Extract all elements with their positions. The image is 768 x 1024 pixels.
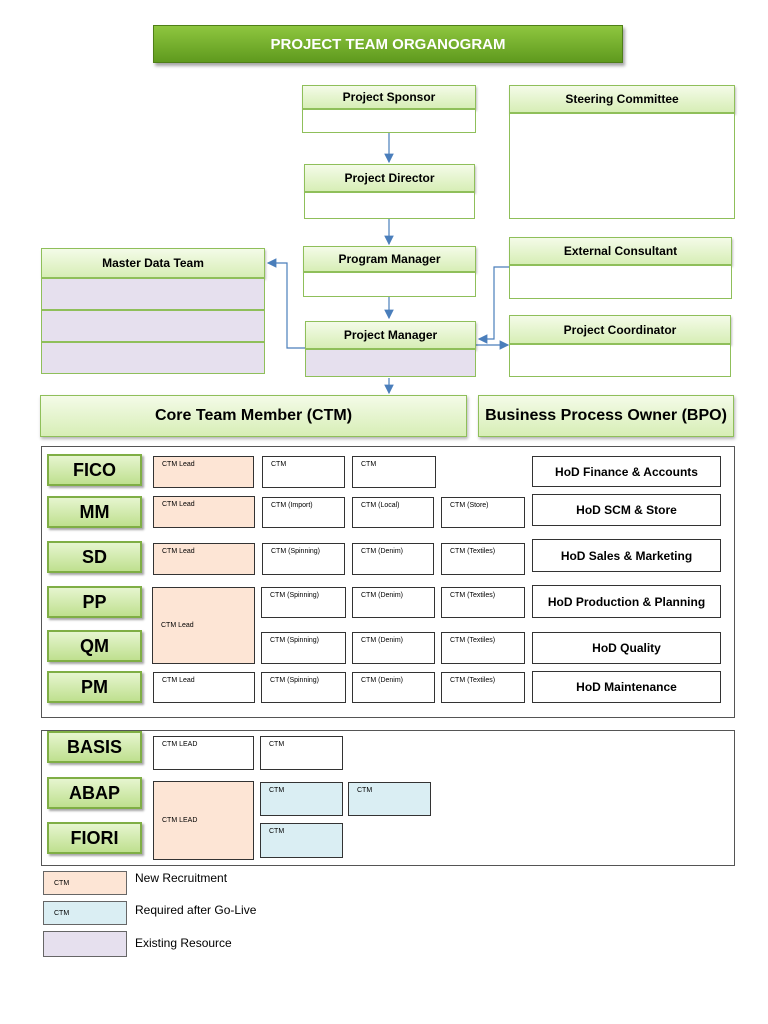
- ctm-cell: CTM (Spinning): [261, 587, 346, 618]
- ctm-lead-cell-merged: CTM LEAD: [153, 781, 254, 860]
- project-manager-header: Project Manager: [305, 321, 476, 349]
- external-consultant-body: [509, 265, 732, 299]
- ctm-lead-cell: CTM Lead: [153, 543, 255, 575]
- module-mm: MM: [47, 496, 142, 528]
- module-abap: ABAP: [47, 777, 142, 809]
- module-basis: BASIS: [47, 731, 142, 763]
- hod-cell: HoD Production & Planning: [532, 585, 721, 618]
- ctm-cell: CTM (Denim): [352, 672, 435, 703]
- ctm-lead-cell-merged: CTM Lead: [152, 587, 255, 664]
- ctm-cell: CTM: [260, 782, 343, 816]
- ctm-cell: CTM (Spinning): [261, 672, 346, 703]
- ctm-cell: CTM (Denim): [352, 587, 435, 618]
- ctm-lead-cell: CTM Lead: [153, 456, 254, 488]
- project-coordinator-body: [509, 344, 731, 377]
- hod-cell: HoD SCM & Store: [532, 494, 721, 526]
- ctm-cell: CTM (Import): [262, 497, 345, 528]
- steering-committee-body: [509, 113, 735, 219]
- legend-swatch-new-recruitment: CTM: [43, 871, 127, 895]
- hod-cell: HoD Maintenance: [532, 671, 721, 703]
- legend-label: New Recruitment: [135, 871, 228, 885]
- project-director-header: Project Director: [304, 164, 475, 192]
- hod-cell: HoD Sales & Marketing: [532, 539, 721, 572]
- module-pm: PM: [47, 671, 142, 703]
- steering-committee-header: Steering Committee: [509, 85, 735, 113]
- hod-cell: HoD Finance & Accounts: [532, 456, 721, 487]
- ctm-cell: CTM: [260, 736, 343, 770]
- module-fico: FICO: [47, 454, 142, 486]
- ctm-cell: CTM: [262, 456, 345, 488]
- ctm-cell: CTM (Textiles): [441, 587, 525, 618]
- legend-swatch-go-live: CTM: [43, 901, 127, 925]
- page-title: PROJECT TEAM ORGANOGRAM: [153, 25, 623, 63]
- ctm-cell: CTM (Denim): [352, 543, 434, 575]
- ctm-cell: CTM: [260, 823, 343, 858]
- ctm-cell: CTM (Textiles): [441, 632, 525, 664]
- ctm-cell: CTM (Spinning): [261, 632, 346, 664]
- module-pp: PP: [47, 586, 142, 618]
- ctm-header: Core Team Member (CTM): [40, 395, 467, 437]
- legend-swatch-existing: [43, 931, 127, 957]
- ctm-cell: CTM (Textiles): [441, 543, 525, 575]
- master-data-slot: [41, 310, 265, 342]
- ctm-cell: CTM (Denim): [352, 632, 435, 664]
- bpo-header: Business Process Owner (BPO): [478, 395, 734, 437]
- ctm-cell: CTM: [348, 782, 431, 816]
- project-manager-body: [305, 349, 476, 377]
- legend-label: Existing Resource: [135, 936, 232, 950]
- project-coordinator-header: Project Coordinator: [509, 315, 731, 344]
- project-director-body: [304, 192, 475, 219]
- ctm-cell: CTM: [352, 456, 436, 488]
- project-sponsor-body: [302, 109, 476, 133]
- module-sd: SD: [47, 541, 142, 573]
- external-consultant-header: External Consultant: [509, 237, 732, 265]
- project-sponsor-header: Project Sponsor: [302, 85, 476, 109]
- program-manager-header: Program Manager: [303, 246, 476, 272]
- ctm-cell: CTM (Store): [441, 497, 525, 528]
- ctm-lead-cell: CTM LEAD: [153, 736, 254, 770]
- ctm-cell: CTM (Textiles): [441, 672, 525, 703]
- master-data-slot: [41, 342, 265, 374]
- ctm-lead-cell: CTM Lead: [153, 672, 255, 703]
- module-fiori: FIORI: [47, 822, 142, 854]
- ctm-cell: CTM (Local): [352, 497, 434, 528]
- program-manager-body: [303, 272, 476, 297]
- hod-cell: HoD Quality: [532, 632, 721, 664]
- ctm-cell: CTM (Spinning): [262, 543, 345, 575]
- ctm-lead-cell: CTM Lead: [153, 496, 255, 528]
- master-data-slot: [41, 278, 265, 310]
- module-qm: QM: [47, 630, 142, 662]
- master-data-team-header: Master Data Team: [41, 248, 265, 278]
- legend-label: Required after Go-Live: [135, 903, 257, 917]
